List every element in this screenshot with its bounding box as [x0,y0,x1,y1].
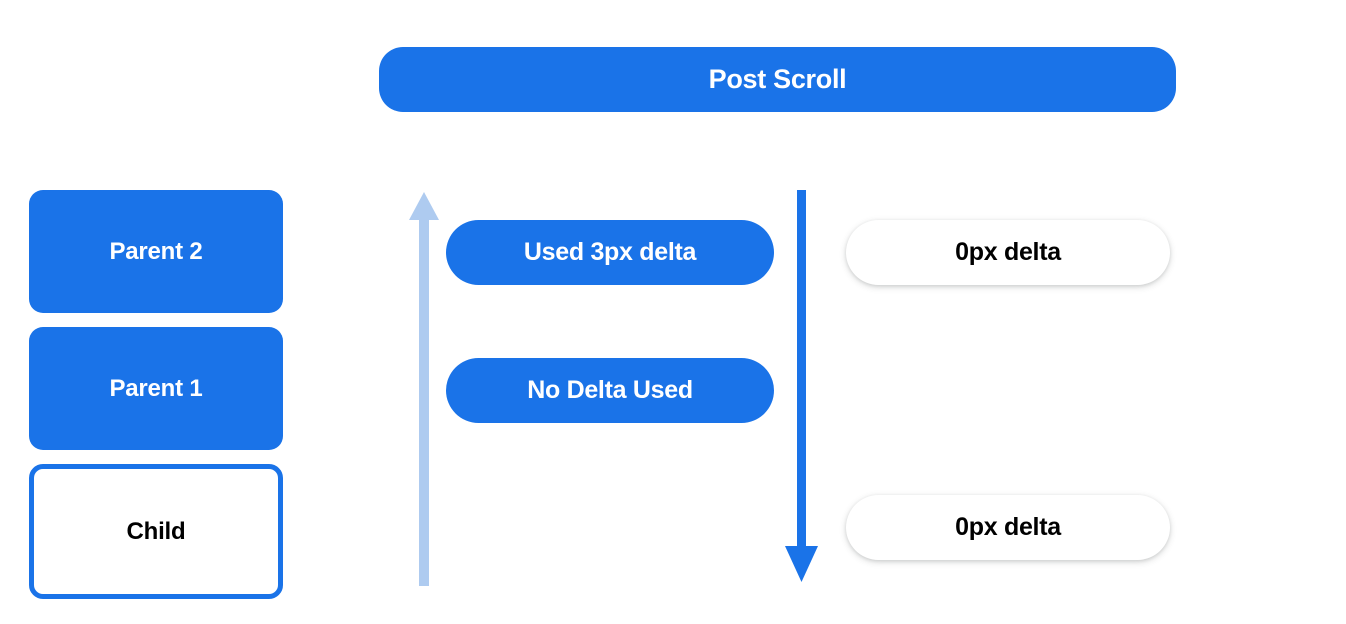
stack-box-parent-2: Parent 2 [29,190,283,313]
pill-no-delta-used: No Delta Used [446,358,774,423]
pill-zero-delta-top: 0px delta [846,220,1170,285]
pill-zero-delta-bottom: 0px delta [846,495,1170,560]
scroll-propagation-down-arrow [785,190,818,582]
stack-box-parent-1: Parent 1 [29,327,283,450]
pill-label: Used 3px delta [523,238,697,266]
pill-label: 0px delta [955,238,1061,266]
header-title: Post Scroll [708,64,847,94]
stack-box-label: Child [126,517,186,545]
scroll-propagation-up-arrow [409,192,439,586]
stack-box-label: Parent 2 [109,237,203,265]
stack-box-label: Parent 1 [109,374,203,402]
pill-used-3px-delta: Used 3px delta [446,220,774,285]
stack-box-child: Child [29,464,283,599]
pill-label: 0px delta [955,513,1061,541]
pill-label: No Delta Used [527,376,693,404]
post-scroll-header: Post Scroll [379,47,1176,112]
scroll-container-stack: Parent 2 Parent 1 Child [29,190,283,599]
